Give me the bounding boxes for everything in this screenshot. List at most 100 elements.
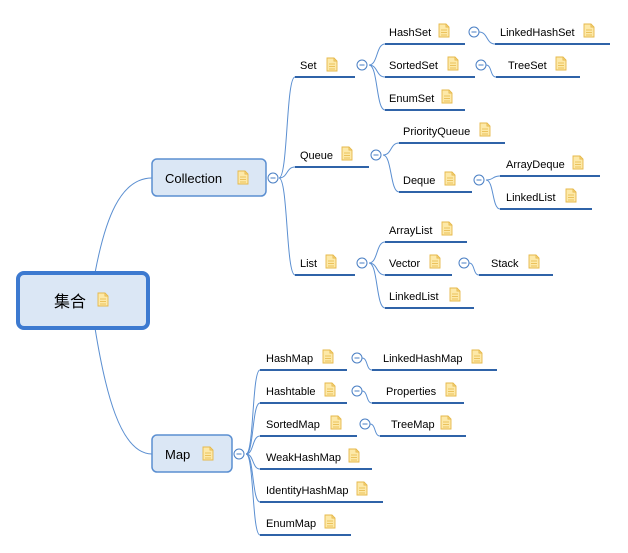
- edge-sortedmap-treemap: [369, 423, 381, 437]
- queue-node[interactable]: Queue: [295, 146, 369, 168]
- collapse-toggle-icon[interactable]: [468, 26, 480, 38]
- edge-vector-stack: [468, 262, 480, 276]
- linkedlist-list-node[interactable]: LinkedList: [385, 287, 474, 309]
- note-icon: [471, 349, 483, 364]
- enumset-node[interactable]: EnumSet: [385, 89, 465, 111]
- sortedmap-node[interactable]: SortedMap: [260, 415, 357, 437]
- note-icon: [572, 155, 584, 170]
- edge-sortedset-treeset: [485, 64, 497, 78]
- edge-map-hashtable: [245, 402, 261, 455]
- edge-list-arraylist: [368, 241, 386, 264]
- collapse-toggle-icon[interactable]: [370, 149, 382, 161]
- edge-root-map: [94, 327, 153, 455]
- identityhashmap-node[interactable]: IdentityHashMap: [260, 481, 383, 503]
- root-node[interactable]: 集合: [16, 271, 150, 330]
- hashtable-label: Hashtable: [266, 386, 316, 398]
- note-icon: [449, 287, 461, 302]
- sortedset-node[interactable]: SortedSet: [385, 56, 475, 78]
- collapse-toggle-icon[interactable]: [351, 352, 363, 364]
- note-icon: [555, 56, 567, 71]
- set-node[interactable]: Set: [295, 57, 355, 78]
- stack-node[interactable]: Stack: [479, 254, 553, 276]
- note-icon: [348, 448, 360, 463]
- list-node[interactable]: List: [295, 254, 355, 276]
- hashmap-node[interactable]: HashMap: [260, 349, 347, 371]
- collapse-toggle-icon[interactable]: [351, 385, 363, 397]
- hashmap-label: HashMap: [266, 353, 313, 365]
- vector-node[interactable]: Vector: [385, 254, 452, 276]
- hashset-node[interactable]: HashSet: [385, 23, 465, 45]
- linkedhashset-node[interactable]: LinkedHashSet: [495, 23, 610, 45]
- collapse-toggle-icon[interactable]: [267, 172, 279, 184]
- note-icon: [97, 292, 109, 307]
- priorityqueue-label: PriorityQueue: [403, 126, 470, 138]
- note-icon: [324, 382, 336, 397]
- edge-hashtable-properties: [361, 390, 373, 404]
- enummap-label: EnumMap: [266, 518, 316, 530]
- arraylist-node[interactable]: ArrayList: [385, 221, 467, 243]
- map-label: Map: [165, 447, 190, 462]
- edge-queue-deque: [382, 154, 400, 193]
- edge-collection-list: [278, 177, 296, 276]
- note-icon: [322, 349, 334, 364]
- edge-collection-set: [278, 76, 296, 179]
- collapse-toggle-icon[interactable]: [473, 174, 485, 186]
- note-icon: [341, 146, 353, 161]
- note-icon: [479, 122, 491, 137]
- priorityqueue-node[interactable]: PriorityQueue: [399, 122, 505, 144]
- treeset-label: TreeSet: [508, 60, 547, 72]
- collapse-toggle-icon[interactable]: [359, 418, 371, 430]
- linkedlist-deque-node[interactable]: LinkedList: [500, 188, 592, 210]
- collapse-toggle-icon[interactable]: [475, 59, 487, 71]
- edge-set-enumset: [368, 64, 386, 111]
- note-icon: [429, 254, 441, 269]
- enumset-label: EnumSet: [389, 93, 434, 105]
- arraylist-label: ArrayList: [389, 225, 432, 237]
- edge-map-enummap: [245, 453, 261, 536]
- collection-label: Collection: [165, 171, 222, 186]
- linkedlist-deque-label: LinkedList: [506, 192, 556, 204]
- linkedhashmap-node[interactable]: LinkedHashMap: [372, 349, 497, 371]
- collapse-toggle-icon[interactable]: [233, 448, 245, 460]
- queue-label: Queue: [300, 150, 333, 162]
- note-icon: [202, 446, 214, 461]
- note-icon: [237, 170, 249, 185]
- note-icon: [441, 89, 453, 104]
- note-icon: [438, 23, 450, 38]
- collapse-toggle-icon[interactable]: [356, 59, 368, 71]
- treemap-label: TreeMap: [391, 419, 435, 431]
- note-icon: [324, 514, 336, 529]
- note-icon: [565, 188, 577, 203]
- edge-collection-queue: [278, 166, 296, 179]
- edge-root-collection: [94, 177, 153, 274]
- edge-deque-linkedlist: [485, 179, 501, 210]
- treeset-node[interactable]: TreeSet: [496, 56, 580, 78]
- edge-queue-priorityqueue: [382, 142, 400, 156]
- set-label: Set: [300, 60, 317, 72]
- note-icon: [326, 57, 338, 72]
- hashtable-node[interactable]: Hashtable: [260, 382, 347, 404]
- edge-deque-arraydeque: [485, 175, 501, 181]
- edge-map-hashmap: [245, 369, 261, 455]
- note-icon: [356, 481, 368, 496]
- linkedlist-list-label: LinkedList: [389, 291, 439, 303]
- weakhashmap-node[interactable]: WeakHashMap: [260, 448, 372, 470]
- collapse-toggle-icon[interactable]: [458, 257, 470, 269]
- arraydeque-node[interactable]: ArrayDeque: [500, 155, 600, 177]
- treemap-node[interactable]: TreeMap: [380, 415, 466, 437]
- deque-node[interactable]: Deque: [399, 171, 472, 193]
- note-icon: [445, 382, 457, 397]
- note-icon: [528, 254, 540, 269]
- collection-node[interactable]: Collection: [151, 158, 267, 197]
- arraydeque-label: ArrayDeque: [506, 159, 565, 171]
- note-icon: [440, 415, 452, 430]
- list-label: List: [300, 258, 317, 270]
- map-node[interactable]: Map: [151, 434, 233, 473]
- collapse-toggle-icon[interactable]: [356, 257, 368, 269]
- note-icon: [325, 254, 337, 269]
- properties-node[interactable]: Properties: [372, 382, 464, 404]
- edge-list-linkedlist: [368, 262, 386, 309]
- edge-hashmap-linkedhashmap: [361, 357, 373, 371]
- enummap-node[interactable]: EnumMap: [260, 514, 351, 536]
